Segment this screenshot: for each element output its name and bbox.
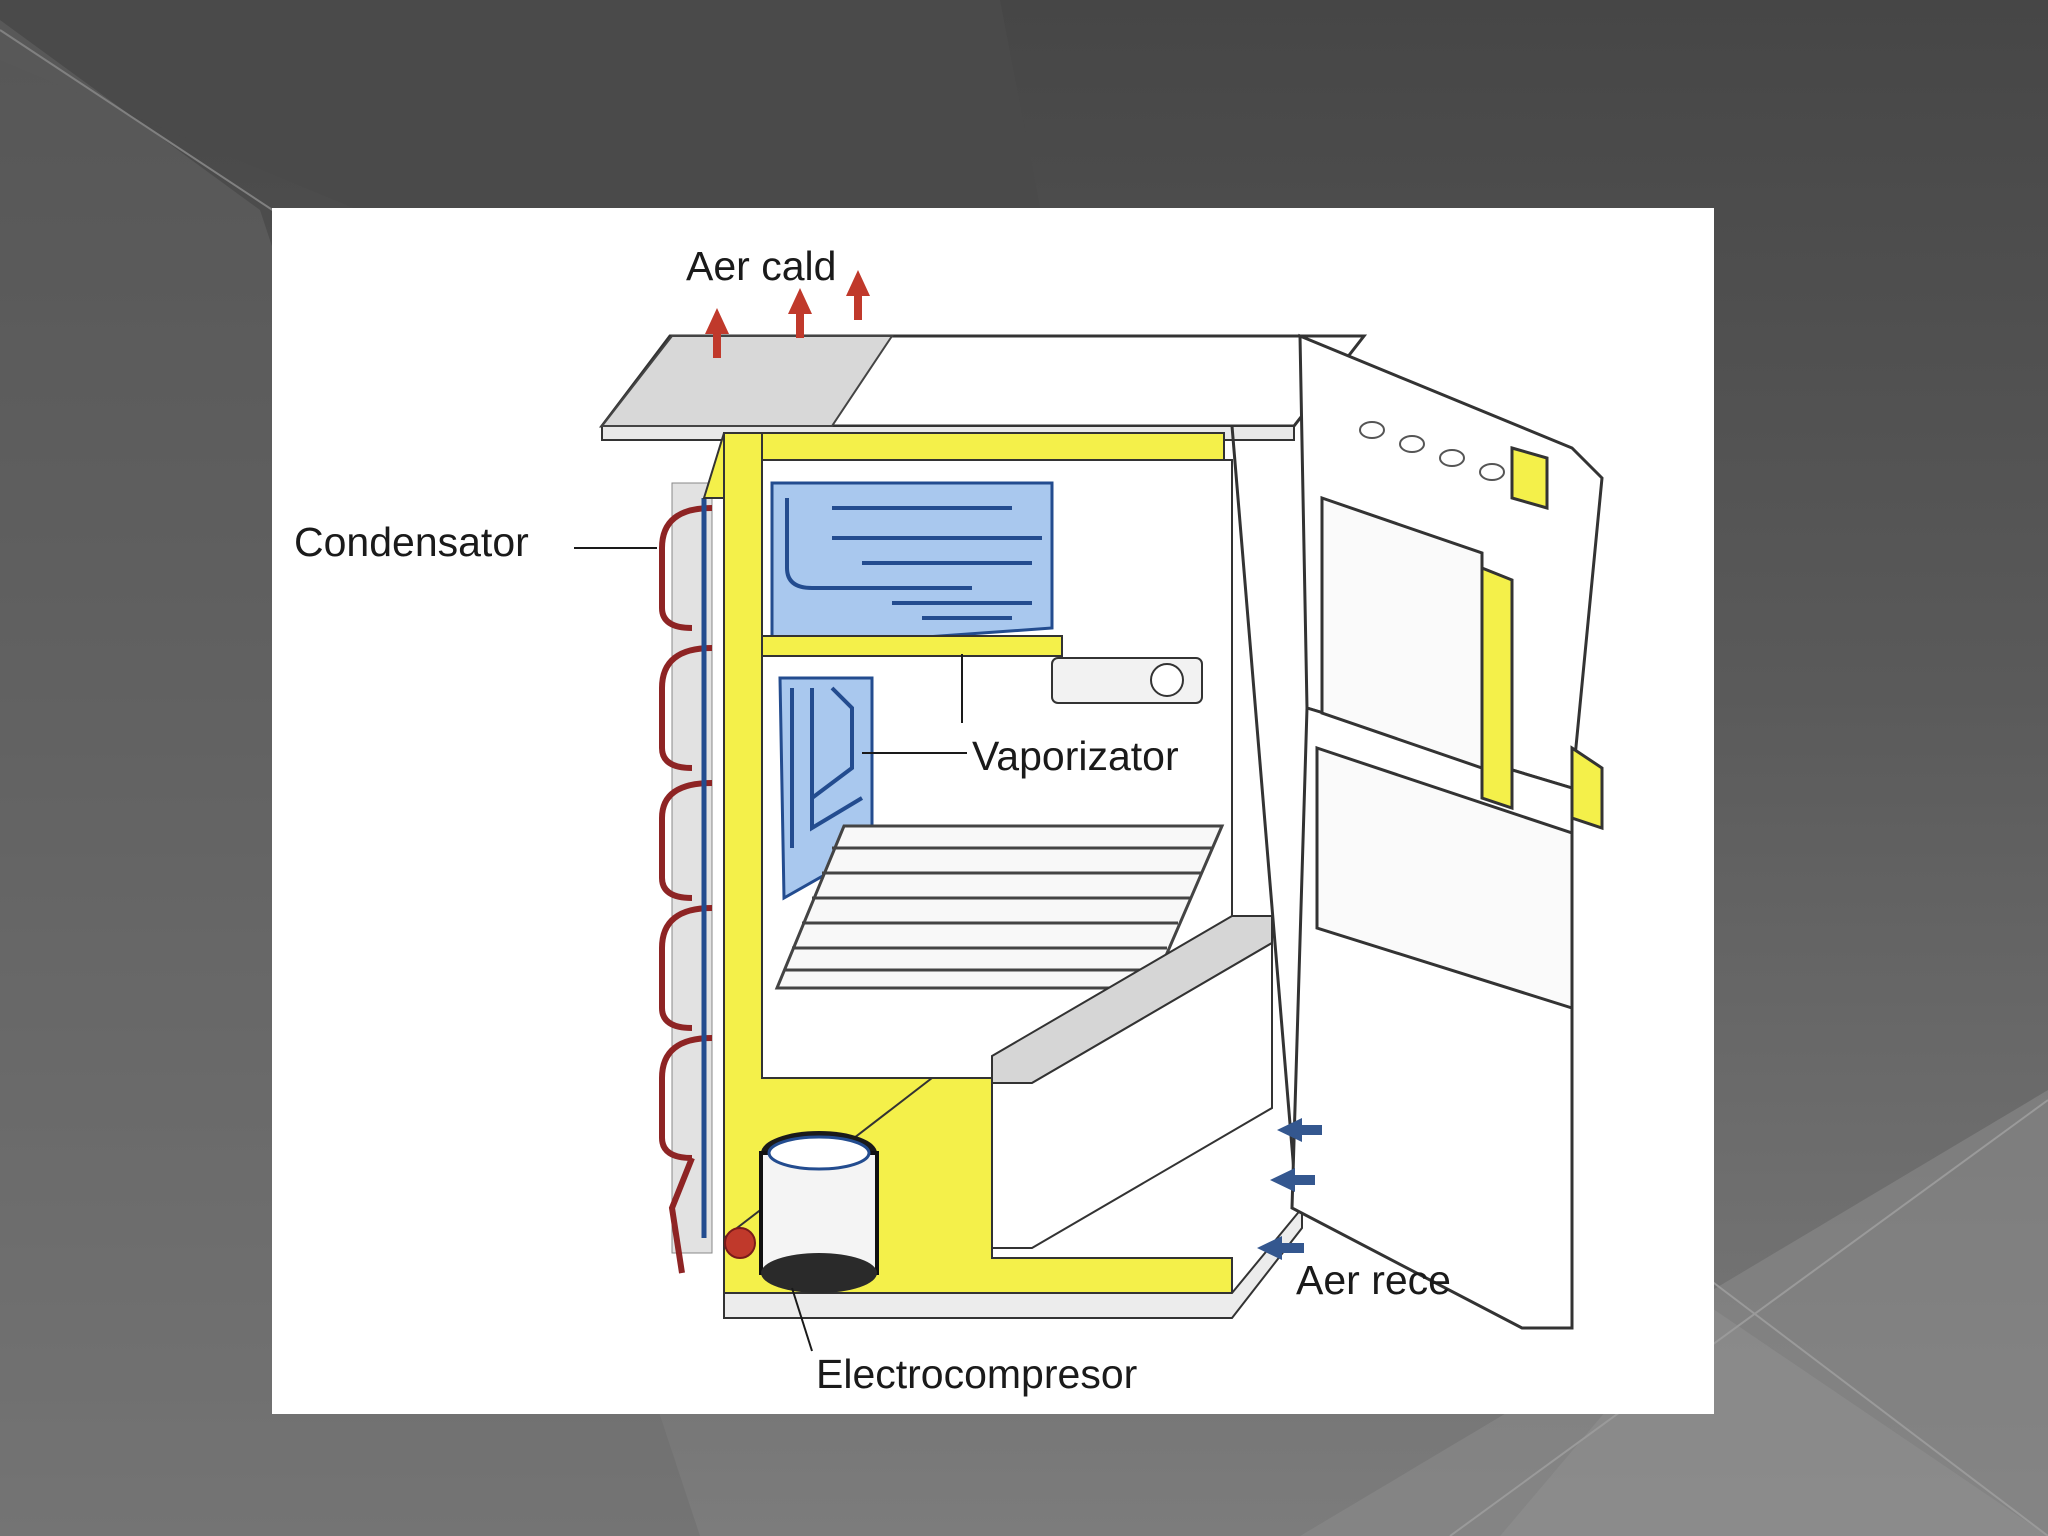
- label-warm-air: Aer cald: [686, 243, 837, 289]
- top-grille: [599, 335, 894, 427]
- crisper-drawer: [991, 941, 1273, 1249]
- cold-air-arrows: [1257, 1118, 1322, 1260]
- evaporator-top: [770, 481, 1054, 650]
- warm-air-arrows: [705, 270, 870, 358]
- leader-lines: [574, 547, 967, 1352]
- refrigerator-drawing: [574, 270, 1604, 1352]
- label-cold-air: Aer rece: [1296, 1257, 1451, 1303]
- door: [1290, 333, 1604, 1330]
- label-evaporator: Vaporizator: [972, 733, 1179, 779]
- condenser-coils: [659, 505, 713, 1274]
- wire-shelf: [774, 824, 1225, 990]
- compressor: [724, 1131, 879, 1293]
- label-condenser: Condensator: [294, 519, 529, 565]
- evaporator-top-tubes: [785, 498, 1042, 620]
- evaporator-side-tubes: [790, 686, 864, 848]
- refrigerator-diagram: Aer cald Condensator Vaporizator Aer rec…: [272, 208, 1714, 1414]
- cabinet-base: [723, 1205, 1303, 1319]
- label-compressor: Electrocompresor: [816, 1351, 1138, 1397]
- door-shelf-holes: [1359, 421, 1505, 481]
